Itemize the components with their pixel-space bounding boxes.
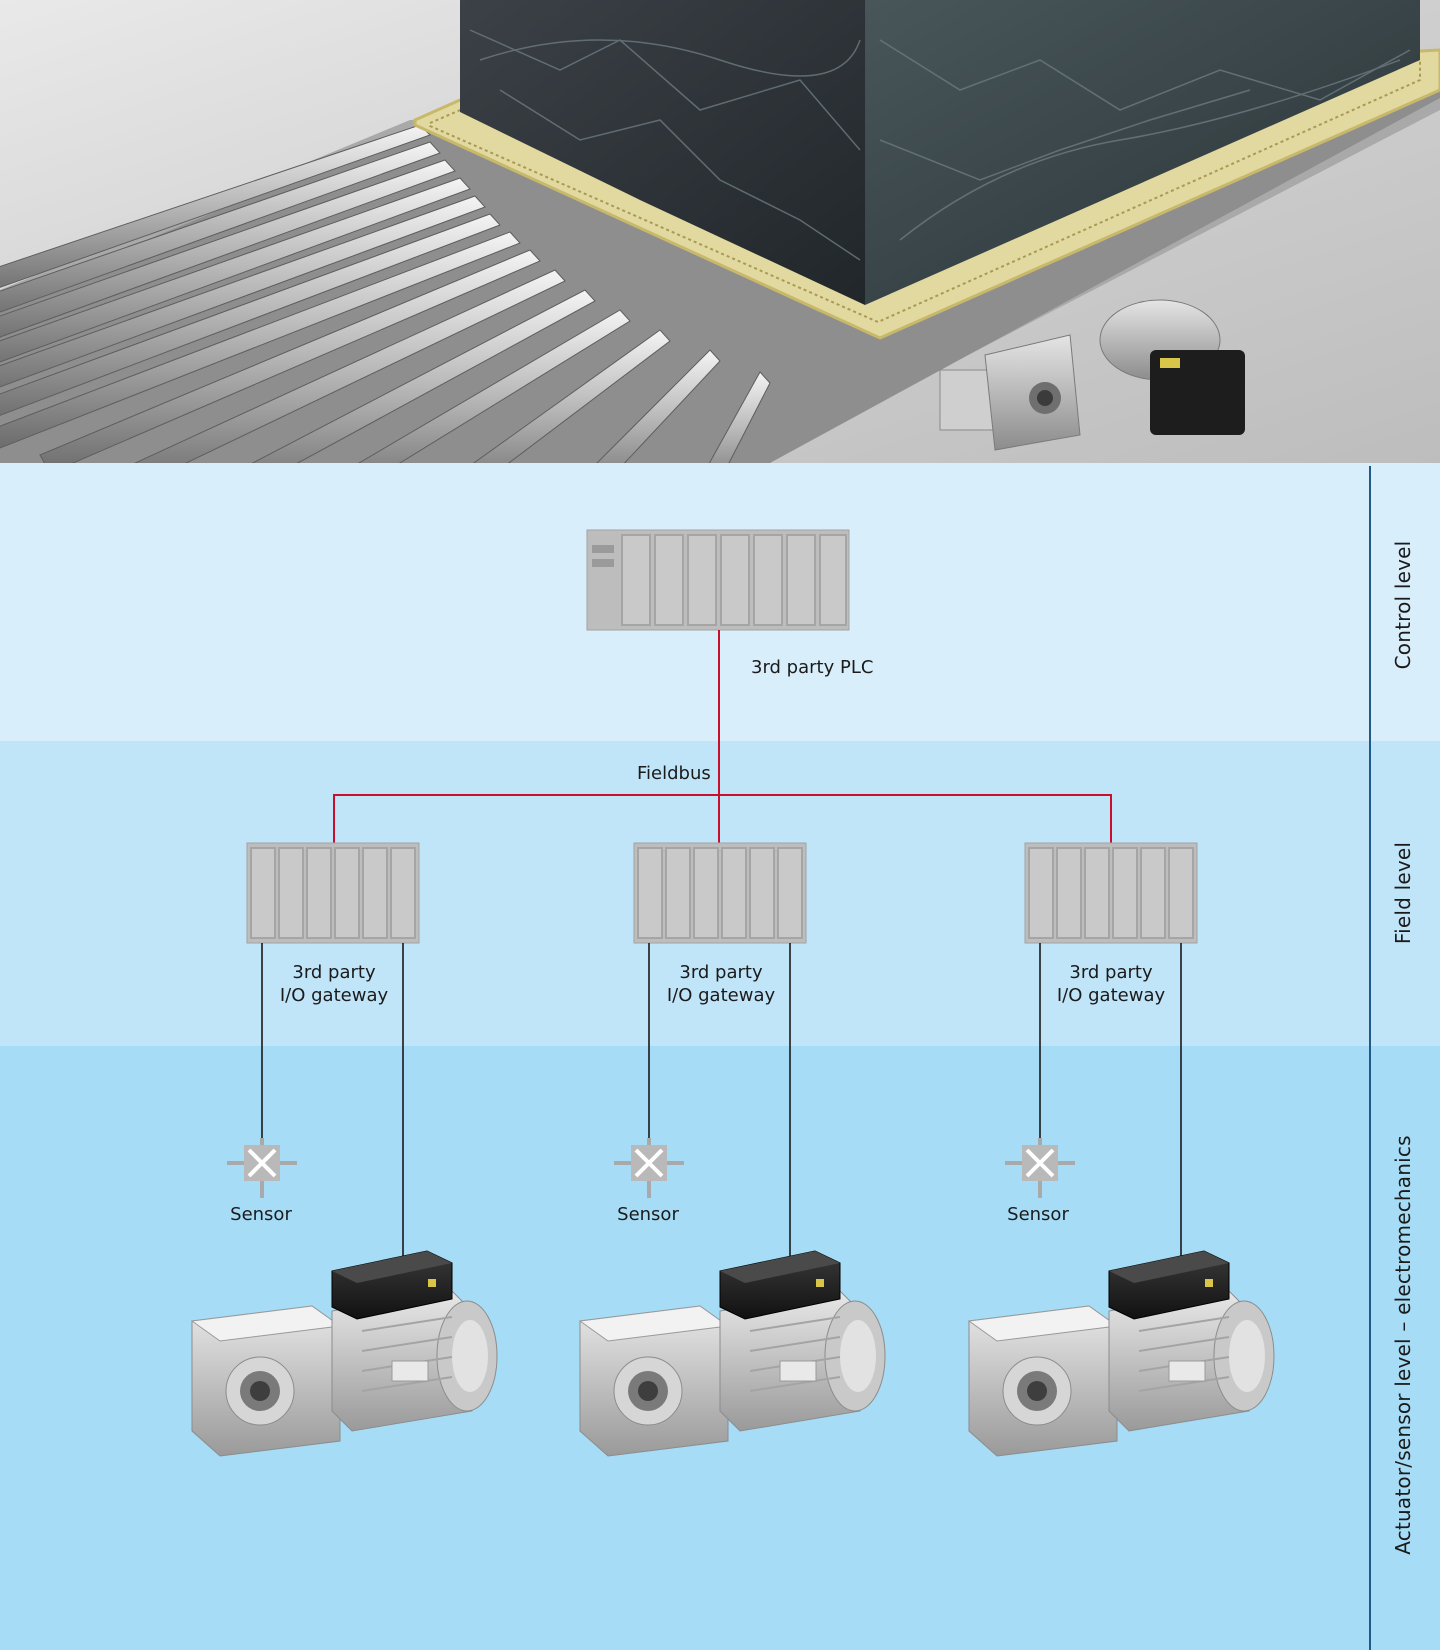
level-divider-line bbox=[1369, 466, 1371, 1650]
network-diagram bbox=[191, 529, 1275, 1457]
io-gateway-3 bbox=[1024, 842, 1198, 944]
gateway-label: 3rd party I/O gateway bbox=[666, 962, 776, 1006]
sensor-icon bbox=[1005, 1138, 1075, 1198]
io-gateway-2 bbox=[633, 842, 807, 944]
plc-label: 3rd party PLC bbox=[751, 657, 874, 678]
fieldbus-lines bbox=[333, 630, 1112, 843]
sensor-icon bbox=[227, 1138, 297, 1198]
sensor-label: Sensor bbox=[1007, 1204, 1069, 1225]
geared-motor bbox=[191, 1250, 498, 1457]
geared-motor bbox=[968, 1250, 1275, 1457]
sensor-label: Sensor bbox=[230, 1204, 292, 1225]
sensor-icon bbox=[614, 1138, 684, 1198]
fieldbus-label: Fieldbus bbox=[637, 763, 711, 784]
plc-module bbox=[586, 529, 850, 631]
geared-motor bbox=[579, 1250, 886, 1457]
gateway-label: 3rd party I/O gateway bbox=[1056, 962, 1166, 1006]
gateway-label: 3rd party I/O gateway bbox=[279, 962, 389, 1006]
sensor-label: Sensor bbox=[617, 1204, 679, 1225]
io-gateway-1 bbox=[246, 842, 420, 944]
signal-lines bbox=[261, 943, 1182, 1258]
conveyor-photo bbox=[0, 0, 1440, 463]
